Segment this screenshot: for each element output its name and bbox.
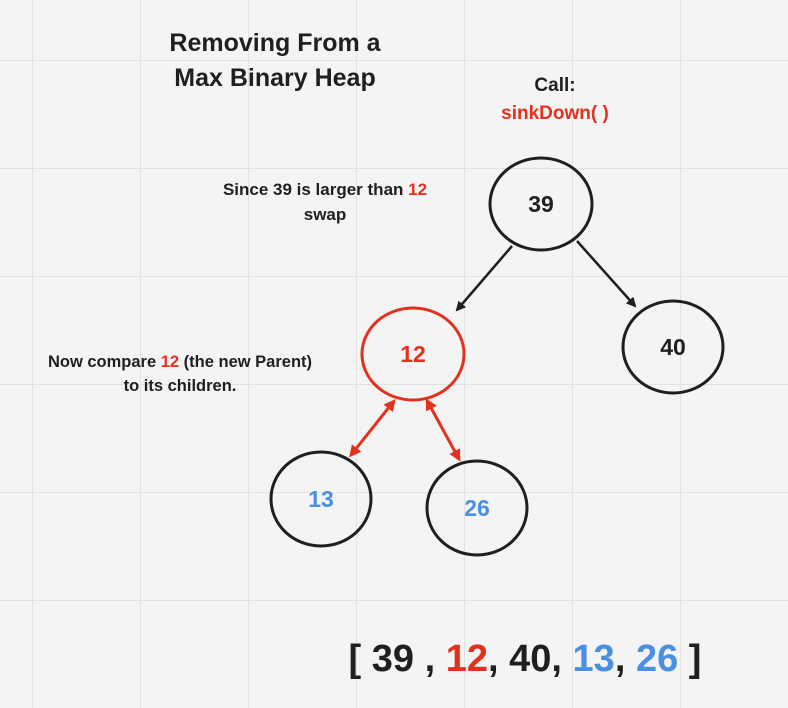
array-value-0: 39 <box>371 638 415 680</box>
swap-note-line2: swap <box>303 205 347 224</box>
array-value-2: 40 <box>509 638 552 680</box>
node-right-label: 40 <box>660 334 686 360</box>
array-close-bracket: ] <box>688 638 702 680</box>
node-left-left-label: 13 <box>308 486 334 512</box>
swap-note: Since 39 is larger than 12 swap <box>180 177 470 227</box>
compare-note-highlight: 12 <box>160 353 180 371</box>
edge-root-left <box>455 245 513 312</box>
array-open-bracket: [ <box>348 638 362 680</box>
node-right: 40 <box>621 299 725 395</box>
node-left-right: 26 <box>425 459 529 557</box>
swap-note-text: Since 39 is larger than <box>222 180 409 199</box>
array-separator-1: , <box>488 638 510 680</box>
array-separator-0: , <box>414 638 446 680</box>
diagram-title: Removing From a Max Binary Heap <box>130 26 420 96</box>
array-value-4: 26 <box>635 638 679 680</box>
compare-note-text-2: (the new Parent) <box>179 353 313 371</box>
node-left-left: 13 <box>269 450 373 548</box>
node-root: 39 <box>488 156 594 252</box>
node-left-current: 12 <box>360 306 466 402</box>
edge-left-rightchild <box>425 398 461 462</box>
call-function-name: sinkDown( ) <box>501 103 609 124</box>
heap-array: [ 39 , 12, 40, 13, 26 ] <box>300 630 750 688</box>
compare-note: Now compare 12 (the new Parent) to its c… <box>20 350 340 398</box>
compare-note-text: Now compare <box>47 353 161 371</box>
node-left-label: 12 <box>400 341 426 367</box>
array-separator-3: , <box>614 638 636 680</box>
title-line-1: Removing From a <box>169 29 381 57</box>
swap-note-highlight: 12 <box>408 180 428 199</box>
array-value-1: 12 <box>445 638 489 680</box>
node-root-label: 39 <box>528 191 554 217</box>
title-line-2: Max Binary Heap <box>174 64 376 92</box>
call-label: Call: <box>534 75 576 96</box>
edge-root-right <box>576 240 637 308</box>
edge-left-leftchild <box>349 398 396 458</box>
array-value-3: 13 <box>572 638 615 680</box>
compare-note-line2: to its children. <box>123 377 237 395</box>
call-label-block: Call: sinkDown( ) <box>470 72 640 128</box>
node-left-right-label: 26 <box>464 495 490 521</box>
array-separator-2: , <box>551 638 573 680</box>
